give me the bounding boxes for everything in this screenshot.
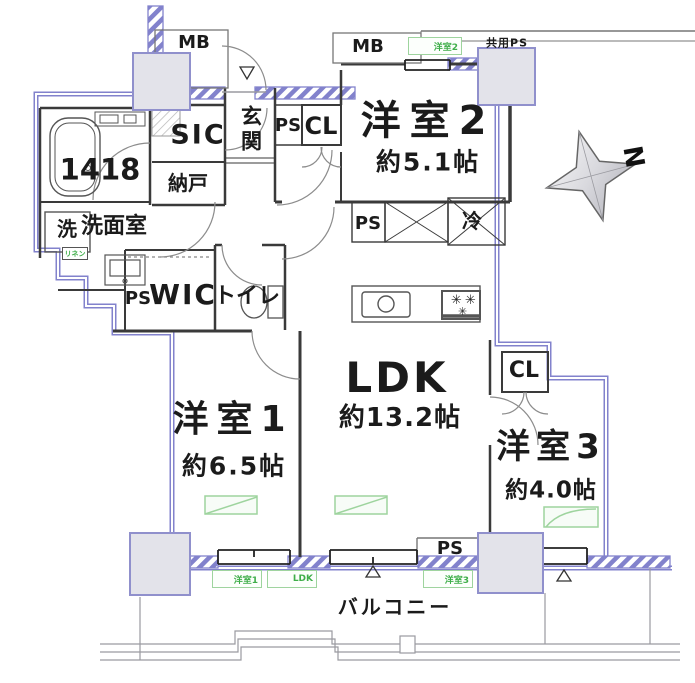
label-ps-wic: PS [124, 288, 152, 309]
stove-icon [441, 290, 481, 320]
toilet-icon [240, 285, 284, 319]
svg-text:✳: ✳ [458, 305, 467, 318]
triangle-markers [238, 66, 573, 582]
label-genkan: 玄関 [238, 105, 263, 155]
pillar-bottom-right [477, 532, 544, 594]
bathtub-icon [49, 111, 146, 197]
svg-text:✳: ✳ [465, 293, 476, 308]
walls [38, 29, 695, 557]
label-sic: SIC [170, 119, 226, 151]
door-arcs [92, 45, 549, 446]
kitchen-counter: ✳ ✳ ✳ [351, 285, 481, 323]
tag-yoshitsu1: 洋室1 [212, 570, 262, 588]
label-kyoyo-ps: 共用PS [486, 36, 528, 50]
pillar-top-left [132, 52, 191, 111]
pillars [129, 47, 544, 596]
genkan-triangle-icon [238, 66, 256, 81]
label-yoshitsu1: 洋室1 [172, 399, 294, 440]
balcony-step-icon-1 [364, 564, 382, 578]
label-yoshitsu2-size: 約5.1帖 [375, 147, 481, 177]
label-ps-entry: PS [274, 115, 302, 136]
label-yoshitsu3: 洋室3 [496, 427, 606, 467]
label-bath-size: 1418 [59, 152, 141, 187]
label-ps-kitchen: PS [354, 213, 382, 234]
label-refrigerator: 冷 [462, 209, 482, 233]
label-yoshitsu3-size: 約4.0帖 [505, 477, 597, 504]
label-balcony: バルコニー [337, 595, 453, 619]
tag-ldk: LDK [267, 570, 317, 588]
label-ps-bottom: PS [436, 538, 464, 559]
label-yoshitsu1-size: 約6.5帖 [181, 451, 287, 481]
pillar-bottom-left [129, 532, 191, 596]
svg-text:✳: ✳ [451, 293, 462, 308]
balcony-rail [100, 568, 680, 661]
window-markers-green [204, 495, 599, 528]
label-cl-entry: CL [304, 112, 338, 140]
compass-north-icon [544, 129, 638, 223]
label-washer: 洗 [57, 217, 77, 241]
label-mb-top: MB [352, 36, 384, 57]
balcony-step-icon-2 [555, 568, 573, 582]
sink-drain-icon [377, 295, 395, 313]
sic-hatch [151, 107, 181, 137]
label-toilet: トイレ [213, 284, 281, 309]
label-cl-room3: CL [508, 358, 540, 383]
pillar-top-right [477, 47, 536, 106]
tag-yoshitsu3: 洋室3 [423, 570, 473, 588]
label-nando: 納戸 [168, 171, 208, 195]
tag-yoshitsu2: 洋室2 [408, 37, 462, 55]
label-wic: WIC [149, 278, 217, 311]
tag-linen: リネン [62, 247, 88, 260]
label-senmenshitsu: 洗面室 [80, 214, 148, 239]
sink-icon [361, 291, 411, 318]
label-ldk-size: 約13.2帖 [338, 403, 462, 433]
label-mb-left: MB [178, 32, 210, 53]
vanity-icon [104, 254, 146, 286]
label-yoshitsu2: 洋室2 [360, 98, 496, 144]
label-ldk: LDK [345, 353, 449, 402]
